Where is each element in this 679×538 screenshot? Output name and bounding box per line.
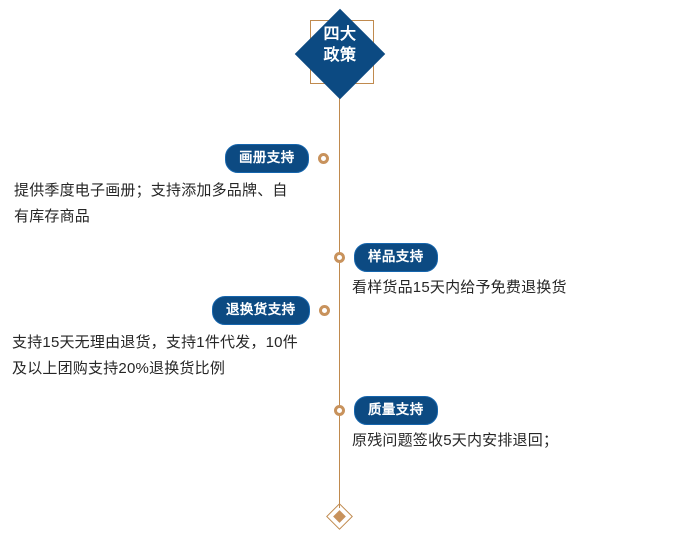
timeline-end-diamond-core-icon (332, 508, 346, 522)
timeline-item-header[interactable]: 样品支持 (334, 243, 438, 272)
timeline-item-badge[interactable]: 画册支持 (225, 144, 309, 173)
timeline-spine (339, 96, 340, 508)
timeline-marker-icon (334, 252, 345, 263)
timeline-item-badge[interactable]: 退换货支持 (212, 296, 310, 325)
center-node: 四大 政策 (294, 8, 386, 100)
timeline-marker-icon (318, 305, 330, 316)
timeline-item-body: 支持15天无理由退货，支持1件代发，10件 及以上团购支持20%退换货比例 (12, 334, 298, 377)
timeline-item-header[interactable]: 质量支持 (334, 396, 438, 425)
center-node-title: 四大 政策 (323, 26, 357, 64)
timeline-marker-icon (317, 153, 329, 164)
timeline-end-diamond-icon (325, 502, 353, 530)
timeline-item-badge[interactable]: 质量支持 (354, 396, 438, 425)
timeline-marker-icon (334, 405, 345, 416)
timeline-item-badge[interactable]: 样品支持 (354, 243, 438, 272)
timeline-item-body: 看样货品15天内给予免费退换货 (352, 279, 567, 296)
timeline-item-body: 提供季度电子画册；支持添加多品牌、自 有库存商品 (14, 182, 288, 225)
timeline-item-body: 原残问题签收5天内安排退回； (352, 432, 559, 449)
